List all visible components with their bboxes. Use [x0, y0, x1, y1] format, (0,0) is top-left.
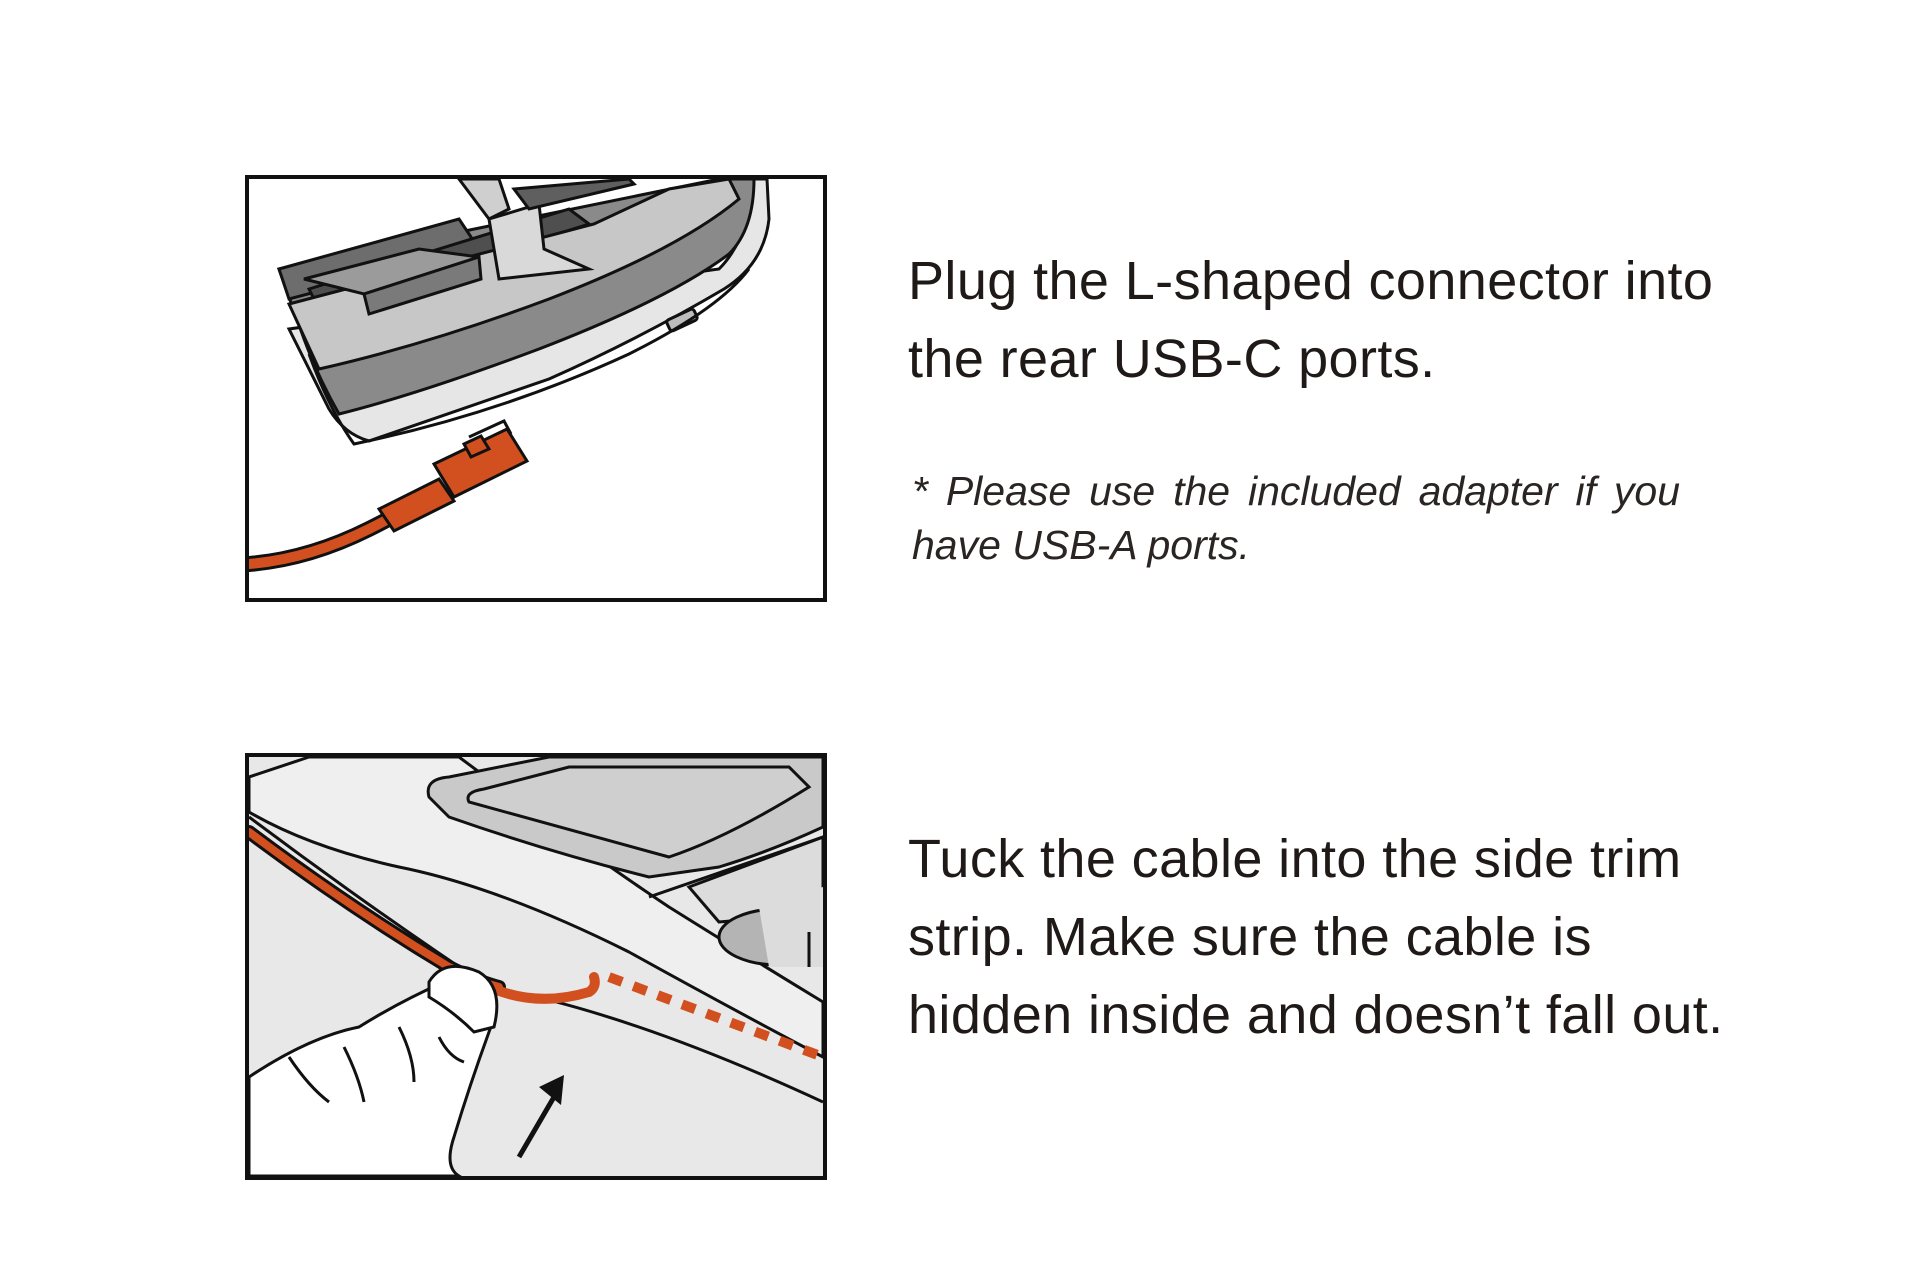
step-2-illustration: [245, 753, 827, 1180]
step-1-instruction: Plug the L-shaped connector into the rea…: [908, 251, 1714, 389]
step-1-note: * Please use the included adapter if you…: [912, 468, 1680, 568]
usb-c-port-connector-illustration: [249, 179, 823, 598]
step-1-illustration: [245, 175, 827, 602]
step-2-instruction: Tuck the cable into the side trim strip.…: [908, 829, 1724, 1045]
trim-strip-cable-tuck-illustration: [249, 757, 823, 1176]
